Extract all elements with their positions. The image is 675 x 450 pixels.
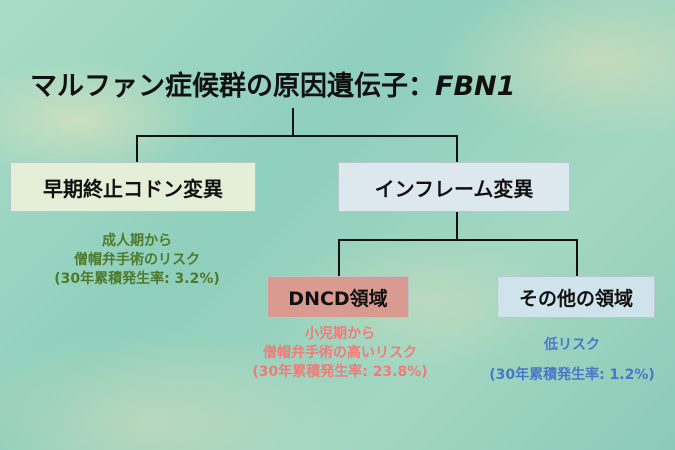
note-line: 僧帽弁手術の高いリスク: [262, 345, 417, 361]
diagram-title: マルファン症候群の原因遺伝子：FBN1: [30, 64, 515, 103]
note-nonsense: 成人期から 僧帽弁手術のリスク (30年累積発生率: 3.2%): [54, 232, 220, 289]
node-other: その他の領域: [497, 276, 655, 318]
node-dncd: DNCD領域: [267, 276, 409, 318]
connector: [136, 135, 138, 163]
title-text: マルファン症候群の原因遺伝子：: [30, 71, 435, 102]
connector: [292, 108, 294, 136]
node-inframe: インフレーム変異: [338, 162, 570, 212]
note-line: (30年累積発生率: 3.2%): [54, 271, 220, 287]
connector: [456, 135, 458, 163]
node-nonsense: 早期終止コドン変異: [10, 162, 256, 212]
note-line: 小児期から: [304, 326, 375, 342]
connector: [338, 239, 578, 241]
connector: [338, 239, 340, 276]
gene-name: FBN1: [435, 71, 516, 102]
connector: [136, 135, 458, 137]
note-line: 僧帽弁手術のリスク: [74, 252, 200, 268]
note-dncd: 小児期から 僧帽弁手術の高いリスク (30年累積発生率: 23.8%): [252, 325, 427, 382]
note-line: 低リスク: [544, 337, 600, 353]
note-line: 成人期から: [102, 233, 172, 249]
note-other: 低リスク (30年累積発生率: 1.2%): [489, 330, 655, 390]
note-line: (30年累積発生率: 1.2%): [489, 367, 655, 383]
note-line: (30年累積発生率: 23.8%): [252, 364, 428, 380]
connector: [576, 239, 578, 276]
connector: [456, 212, 458, 240]
